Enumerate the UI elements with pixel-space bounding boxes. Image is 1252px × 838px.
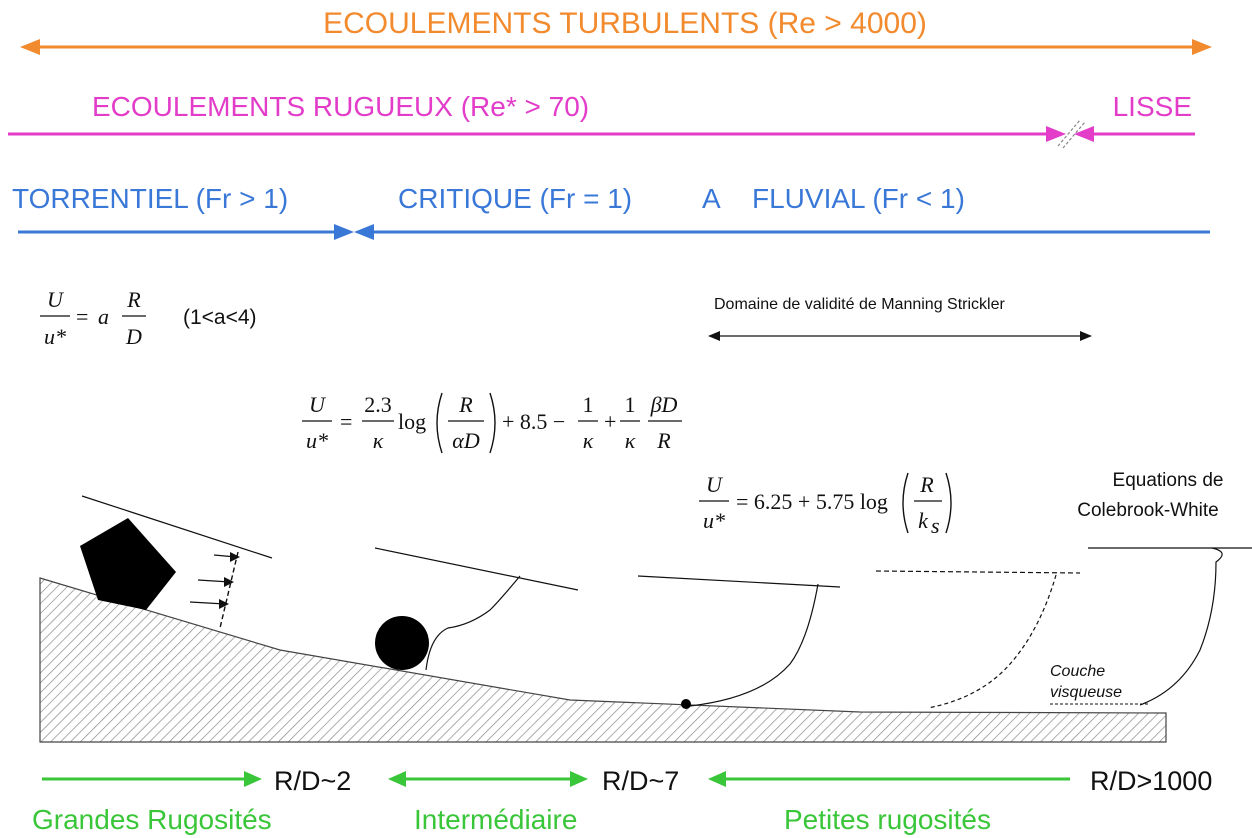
velocity-profile-smooth-dashed	[927, 574, 1057, 709]
eq1-equals: =	[76, 304, 88, 329]
rd-2-label: R/D~2	[274, 766, 351, 796]
water-surface-large	[81, 495, 273, 559]
turbulent-double-arrow	[20, 39, 1212, 55]
eq3-lhs-denominator: u*	[703, 508, 725, 533]
eq2-f2-numerator: R	[458, 392, 473, 417]
eq2-f5-denominator: R	[656, 428, 671, 453]
rd-1000-label: R/D>1000	[1090, 766, 1212, 796]
eq1-lhs-numerator: U	[47, 287, 65, 312]
intermediate-roughness-element	[375, 616, 429, 670]
rd-7-label: R/D~7	[602, 766, 679, 796]
eq2-f3-denominator: κ	[583, 428, 594, 453]
eq2-f1-denominator: κ	[373, 428, 384, 453]
velocity-arrows-large	[189, 552, 240, 609]
velocity-profile-large	[219, 551, 239, 629]
eq3-lhs-numerator: U	[706, 472, 724, 497]
critique-a-fluvial-connector: A	[702, 183, 721, 214]
velocity-profile-colebrook	[1139, 547, 1223, 706]
eq1-coefficient-range: (1<a<4)	[183, 306, 257, 329]
eq3-frac-denominator: k	[918, 508, 929, 533]
viscous-layer-label-line1: Couche	[1050, 663, 1105, 680]
eq2-equals: =	[340, 409, 352, 434]
rugueux-regime-label: ECOULEMENTS RUGUEUX (Re* > 70)	[92, 91, 589, 122]
eq1-coefficient: a	[98, 304, 109, 329]
eq1-frac-denominator: D	[125, 324, 142, 349]
eq2-constant-term: + 8.5 −	[502, 409, 565, 434]
colebrook-label-line1: Equations de	[1113, 470, 1224, 491]
eq2-f5-numerator: βD	[650, 392, 678, 417]
equation-intermediate: U u* = 2.3 κ log R αD + 8.5 − 1 κ + 1 κ …	[302, 392, 682, 454]
water-surface-intermediate	[374, 547, 579, 591]
eq2-f2-denominator: αD	[452, 428, 480, 453]
category-intermediaire: Intermédiaire	[414, 804, 577, 835]
rd-arrow-petites	[708, 771, 1070, 787]
eq2-left-paren	[436, 392, 443, 454]
eq2-f4-numerator: 1	[625, 392, 636, 417]
eq3-rhs: = 6.25 + 5.75 log	[736, 489, 888, 514]
large-roughness-element	[80, 518, 176, 610]
eq1-lhs-denominator: u*	[44, 324, 66, 349]
eq2-f4-denominator: κ	[625, 428, 636, 453]
eq2-right-paren	[489, 392, 496, 454]
eq2-lhs-denominator: u*	[306, 428, 328, 453]
eq3-frac-numerator: R	[919, 472, 934, 497]
eq1-frac-numerator: R	[126, 287, 141, 312]
rd-arrow-intermediaire	[388, 771, 588, 787]
eq2-f1-numerator: 2.3	[364, 392, 392, 417]
water-surface-smooth-dashed	[875, 570, 1081, 574]
manning-strickler-domain-arrow	[708, 331, 1092, 341]
lisse-regime-label: LISSE	[1113, 91, 1192, 122]
viscous-layer-label-line2: visqueuse	[1050, 684, 1122, 701]
eq3-left-paren	[902, 472, 909, 534]
eq3-frac-denominator-subscript: s	[931, 513, 940, 538]
eq2-f3-numerator: 1	[583, 392, 594, 417]
froude-regime-arrows	[18, 224, 1210, 240]
torrentiel-label: TORRENTIEL (Fr > 1)	[12, 183, 288, 214]
colebrook-label-line2: Colebrook-White	[1077, 500, 1219, 521]
velocity-profile-intermediate	[425, 575, 521, 671]
category-petites-rugosites: Petites rugosités	[784, 804, 991, 835]
eq2-lhs-numerator: U	[309, 392, 327, 417]
eq2-plus: +	[604, 409, 616, 434]
rugueux-lisse-boundary-arrows	[8, 119, 1195, 149]
category-grandes-rugosites: Grandes Rugosités	[32, 804, 272, 835]
channel-bed	[39, 577, 1167, 743]
velocity-profile-small	[689, 583, 819, 707]
eq3-right-paren	[945, 472, 952, 534]
small-roughness-element	[681, 699, 691, 709]
water-surface-small	[637, 575, 841, 588]
manning-strickler-domain-label: Domaine de validité de Manning Strickler	[714, 296, 1005, 313]
equation-small-roughness: U u* = 6.25 + 5.75 log R k s	[699, 472, 952, 538]
rd-arrow-grandes	[42, 771, 262, 787]
turbulent-regime-label: ECOULEMENTS TURBULENTS (Re > 4000)	[323, 7, 927, 40]
equation-large-roughness: U u* = a R D (1<a<4)	[40, 287, 257, 349]
eq2-log: log	[398, 409, 426, 434]
fluvial-label: FLUVIAL (Fr < 1)	[752, 183, 965, 214]
critique-label: CRITIQUE (Fr = 1)	[398, 183, 632, 214]
